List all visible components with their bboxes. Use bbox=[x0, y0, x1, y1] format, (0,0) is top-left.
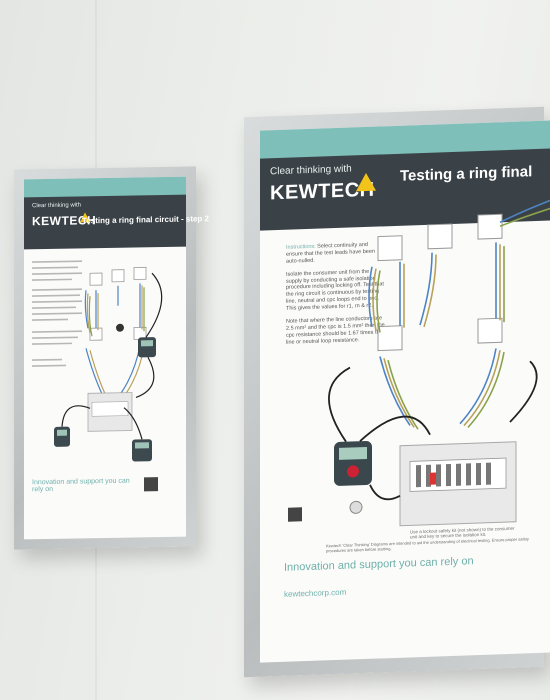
left-sockets bbox=[89, 266, 147, 341]
right-consumer-unit bbox=[399, 441, 517, 527]
left-circuit-diagram bbox=[32, 260, 163, 492]
left-ring-wires bbox=[84, 283, 145, 403]
left-testers bbox=[54, 337, 156, 462]
left-test-leads bbox=[61, 272, 163, 440]
left-consumer-unit bbox=[87, 392, 133, 432]
right-tester bbox=[334, 440, 372, 486]
right-circuit-diagram bbox=[288, 199, 550, 527]
right-test-leads bbox=[328, 360, 538, 501]
right-sockets bbox=[377, 213, 503, 352]
right-qr-code bbox=[288, 507, 302, 522]
right-poster-frame: Clear thinking with KEWTECH Testing a ri… bbox=[244, 106, 550, 678]
left-probe-icon bbox=[116, 323, 124, 332]
left-text-lines bbox=[32, 260, 82, 367]
right-poster: Clear thinking with KEWTECH Testing a ri… bbox=[260, 120, 550, 663]
left-poster-footer: Innovation and support you can rely on bbox=[32, 477, 130, 494]
left-poster: Clear thinking with KEWTECH Testing a ri… bbox=[24, 176, 209, 540]
right-probe-icon bbox=[349, 500, 363, 514]
right-ring-wires bbox=[368, 199, 550, 430]
left-poster-frame: Clear thinking with KEWTECH Testing a ri… bbox=[14, 166, 209, 550]
left-qr-code bbox=[144, 477, 158, 492]
